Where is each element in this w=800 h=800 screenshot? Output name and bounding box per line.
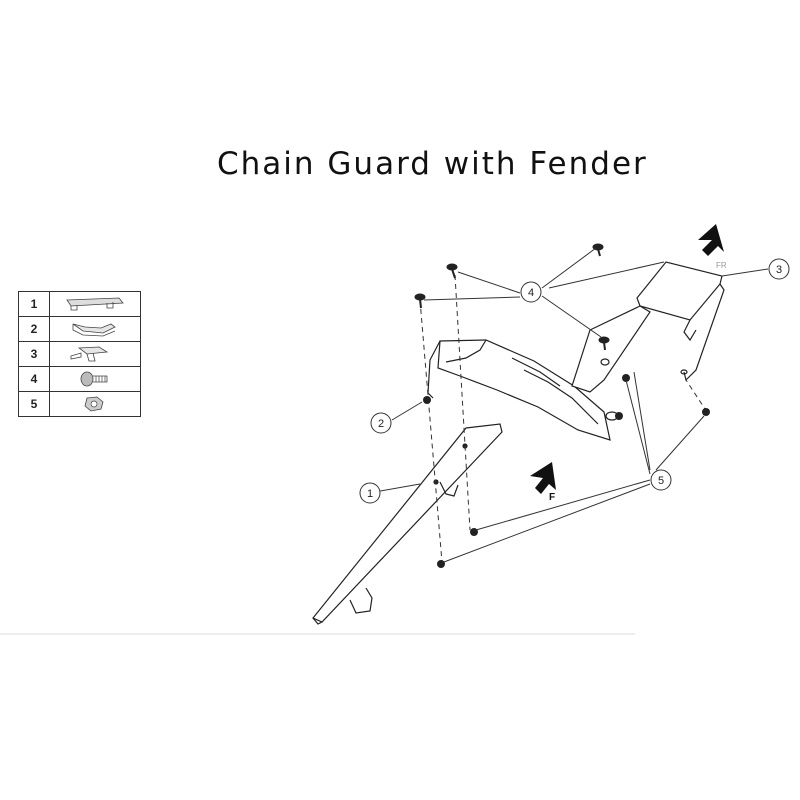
assembly-guide-lines [419, 274, 708, 563]
callout-number: 5 [658, 475, 664, 487]
part-number: 5 [18, 391, 50, 417]
callout-1: 1 [359, 482, 381, 504]
front-arrow-icon [530, 462, 556, 494]
parts-legend-row: 1 [18, 291, 141, 317]
nut [702, 408, 710, 416]
fender-body [427, 339, 619, 441]
part-number: 1 [18, 291, 50, 317]
parts-legend-table: 1 2 3 [18, 291, 141, 417]
callout-number: 4 [528, 287, 534, 299]
fender-part-icon [72, 323, 116, 337]
bracket-part-icon [70, 346, 109, 362]
nut [437, 560, 445, 568]
nut-part-icon [84, 396, 104, 412]
callout-3: 3 [768, 258, 790, 280]
parts-legend-row: 3 [18, 341, 141, 367]
bolt [598, 336, 610, 351]
bolt [446, 263, 458, 279]
nut [622, 374, 630, 382]
callout-number: 2 [378, 418, 384, 430]
callout-number: 1 [367, 488, 373, 500]
bolt [592, 243, 604, 257]
callout-4: 4 [520, 281, 542, 303]
callout-number: 3 [776, 264, 782, 276]
front-right-arrow-icon [698, 224, 724, 256]
chain-guard-part-icon [66, 297, 124, 311]
fender-bracket [571, 261, 725, 393]
front-right-label: FR [716, 261, 727, 270]
nut [470, 528, 478, 536]
parts-legend-row: 5 [18, 391, 141, 417]
chain-guard-plate [312, 423, 503, 625]
nut [423, 396, 431, 404]
bolt-part-icon [80, 371, 108, 387]
callout-2: 2 [370, 412, 392, 434]
callout-leader-lines [379, 247, 769, 563]
part-number: 4 [18, 366, 50, 392]
front-label: F [549, 492, 555, 503]
nut [615, 412, 623, 420]
callout-5: 5 [650, 469, 672, 491]
bolt [414, 293, 426, 309]
diagram-title: Chain Guard with Fender [217, 146, 648, 182]
part-number: 2 [18, 316, 50, 342]
